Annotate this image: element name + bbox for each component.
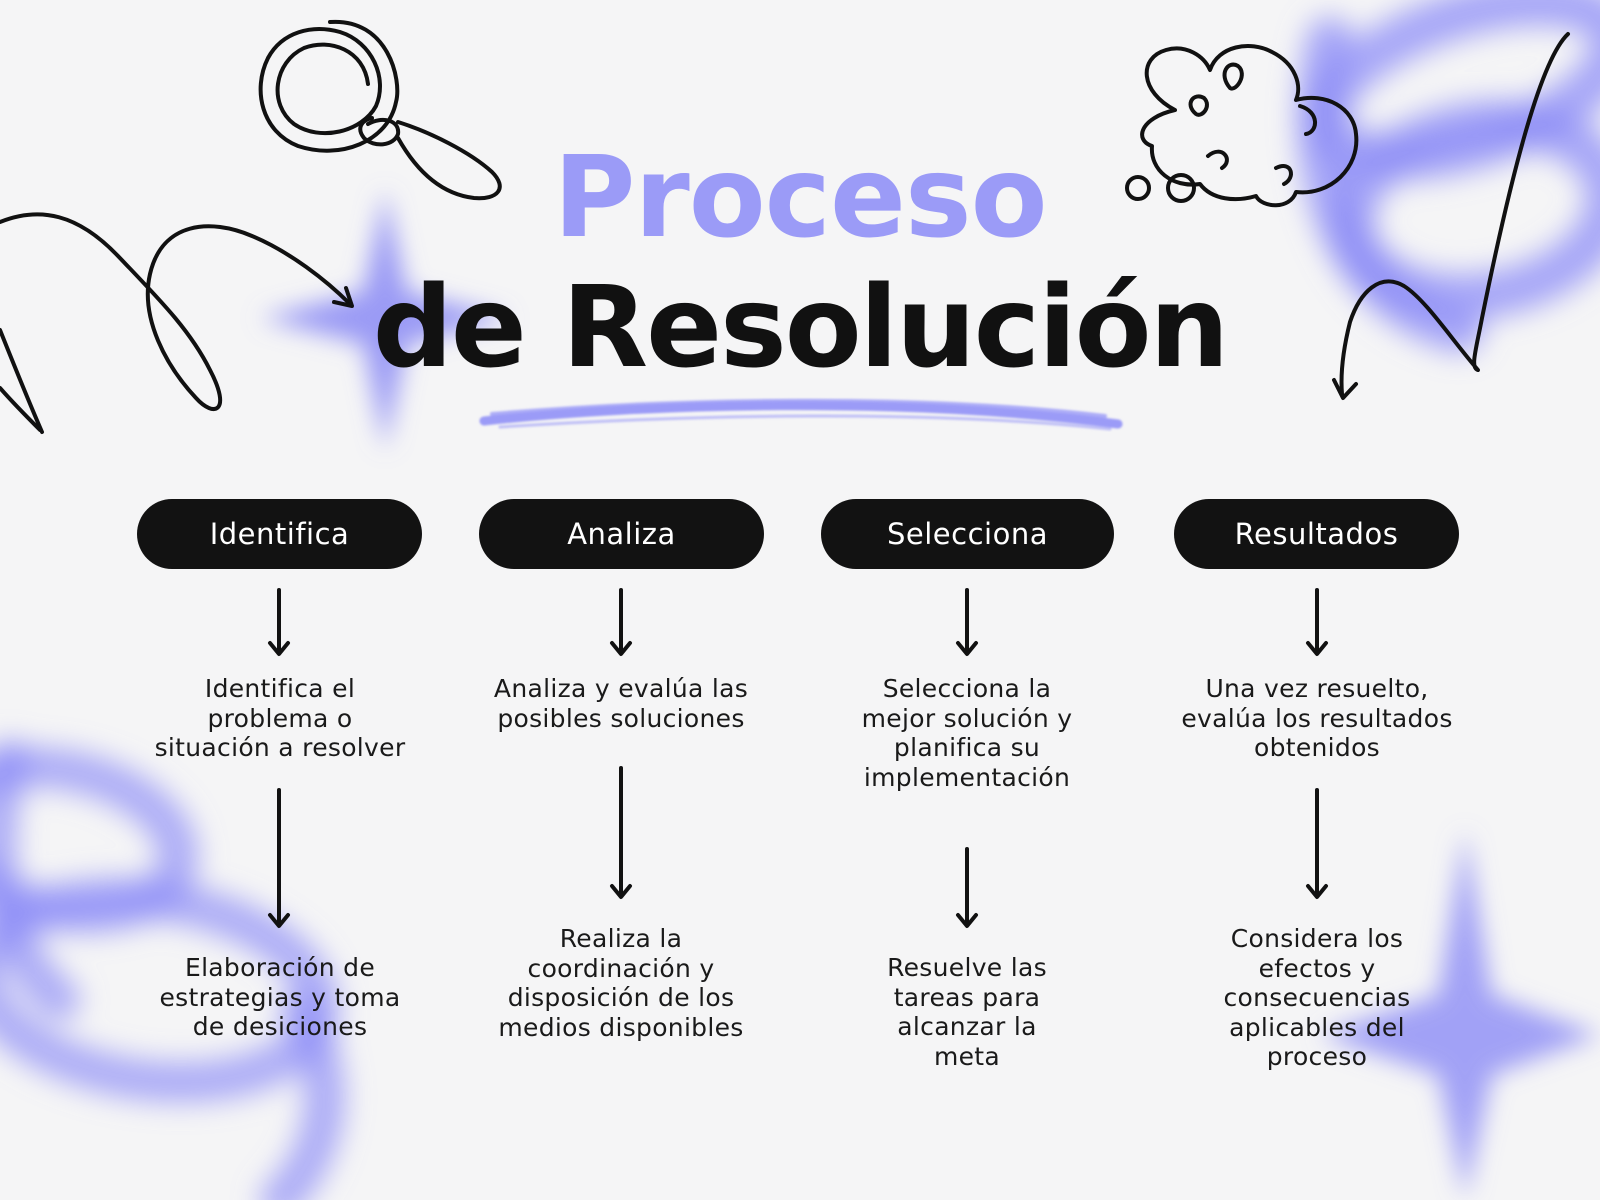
magnifier-icon [258,19,502,201]
step-pill-selecciona: Selecciona [821,499,1114,569]
step-pill-identifica: Identifica [137,499,422,569]
step-pill-analiza: Analiza [479,499,764,569]
thought-cloud-icon [1125,44,1359,208]
swirl-top-right [1297,0,1600,353]
title-line-1: Proceso [553,133,1047,263]
step-pill-resultados: Resultados [1174,499,1459,569]
title-line-2: de Resolución [372,263,1230,393]
sparkle-bottom-right-icon [1320,830,1600,1200]
hook-arrow-right-icon [1332,32,1570,400]
loop-arrow-left-icon [0,212,354,434]
swirl-bottom-left [0,740,345,1200]
sparkle-left-icon [260,190,510,450]
brush-underline [479,398,1123,431]
